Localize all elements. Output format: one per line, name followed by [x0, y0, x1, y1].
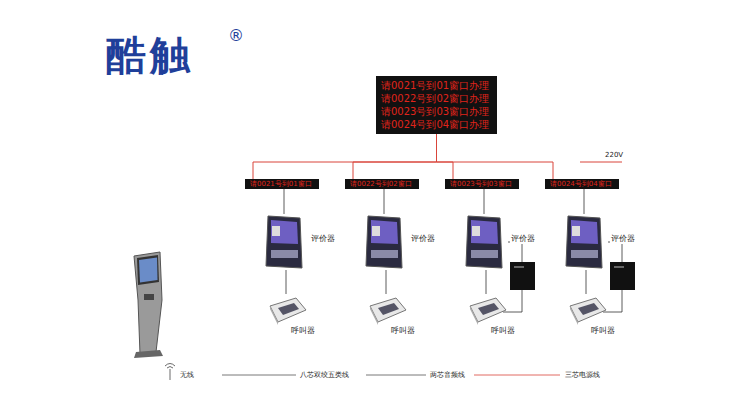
window-text: 请0021号到01窗口 [250, 179, 314, 189]
evaluator-label: 评价器 [610, 234, 636, 244]
caller-label: 呼叫器 [390, 326, 416, 336]
connector [586, 270, 587, 294]
legend-text: 三芯电源线 [563, 370, 602, 380]
led-display: 请0021号到01窗口办理请0022号到02窗口办理请0023号到03窗口办理请… [376, 76, 497, 134]
evaluator-photo [272, 226, 280, 236]
legend-text: 无线 [178, 370, 196, 380]
caller: 呼叫器 [266, 294, 308, 328]
connector [384, 189, 385, 214]
connector [486, 270, 487, 294]
evaluator: 评价器 [562, 214, 606, 270]
legend-line [366, 375, 426, 376]
legend-line [474, 375, 560, 376]
evaluator-photo [372, 226, 380, 236]
evaluator-screen [571, 220, 598, 244]
legend-text: 两芯音频线 [428, 370, 467, 380]
window-text: 请0024号到04窗口 [550, 179, 614, 189]
window-display: 请0022号到02窗口 [345, 179, 419, 189]
caller-side [270, 306, 278, 325]
registered-mark: ® [226, 26, 246, 45]
evaluator: 评价器 [262, 214, 306, 270]
caller-icon [366, 294, 408, 328]
evaluator-screen [271, 220, 298, 244]
evaluator-buttons [271, 250, 298, 258]
caller-keys [278, 303, 299, 315]
caller-keys [378, 303, 399, 315]
caller-icon [566, 294, 608, 328]
caller: 呼叫器 [566, 294, 608, 328]
caller-side [570, 306, 578, 325]
voltage-label: 220V [603, 151, 625, 159]
evaluator-photo [472, 226, 480, 236]
connector [584, 189, 585, 214]
power-line [580, 162, 622, 163]
evaluator-body [366, 216, 402, 268]
caller: 呼叫器 [466, 294, 508, 328]
evaluator-buttons [471, 250, 498, 258]
window-display: 请0021号到01窗口 [245, 179, 319, 189]
evaluator-screen [371, 220, 398, 244]
connector [484, 189, 485, 214]
evaluator-icon [462, 214, 506, 270]
connector [386, 270, 387, 294]
legend-line [222, 375, 296, 376]
legend-text: 八芯双绞五类线 [298, 370, 351, 380]
evaluator-buttons [371, 250, 398, 258]
evaluator-label: 评价器 [310, 234, 336, 244]
connector [286, 270, 287, 294]
connector [353, 134, 437, 179]
caller-label: 呼叫器 [590, 326, 616, 336]
evaluator-body [466, 216, 502, 268]
evaluator: 评价器 [462, 214, 506, 270]
caller-side [370, 306, 378, 325]
logo-text: 酷触 [104, 28, 196, 83]
kiosk [134, 252, 163, 358]
caller-side [470, 306, 478, 325]
caller-label: 呼叫器 [490, 326, 516, 336]
caller-label: 呼叫器 [290, 326, 316, 336]
evaluator-body [566, 216, 602, 268]
evaluator-body [266, 216, 302, 268]
evaluator-icon [562, 214, 606, 270]
window-text: 请0022号到02窗口 [350, 179, 414, 189]
evaluator: 评价器 [362, 214, 406, 270]
caller-keys [478, 303, 499, 315]
caller: 呼叫器 [366, 294, 408, 328]
display-line: 请0021号到01窗口办理 [381, 79, 492, 92]
evaluator-icon [262, 214, 306, 270]
connector [437, 134, 554, 179]
display-line: 请0024号到04窗口办理 [381, 118, 492, 131]
window-text: 请0023号到03窗口 [450, 179, 514, 189]
evaluator-icon [362, 214, 406, 270]
caller-icon [466, 294, 508, 328]
connector [284, 189, 285, 214]
connector [253, 134, 437, 179]
evaluator-buttons [571, 250, 598, 258]
display-line: 请0022号到02窗口办理 [381, 92, 492, 105]
evaluator-photo [572, 226, 580, 236]
window-display: 请0023号到03窗口 [445, 179, 519, 189]
evaluator-screen [471, 220, 498, 244]
connector [437, 134, 454, 179]
evaluator-label: 评价器 [510, 234, 536, 244]
caller-icon [266, 294, 308, 328]
window-display: 请0024号到04窗口 [545, 179, 619, 189]
display-line: 请0023号到03窗口办理 [381, 105, 492, 118]
caller-keys [578, 303, 599, 315]
wireless-icon [165, 364, 175, 381]
evaluator-label: 评价器 [410, 234, 436, 244]
